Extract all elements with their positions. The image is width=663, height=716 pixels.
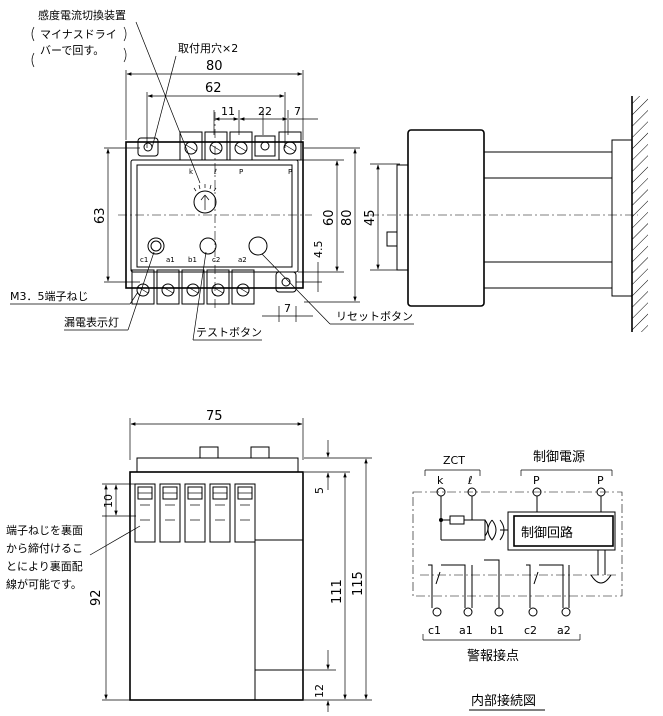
front-view: 感度電流切換装置 マイナスドライ バーで回す。 取付用穴×2 80 62 11 … (10, 8, 414, 341)
reset-button[interactable] (248, 236, 268, 256)
sensitivity-dial[interactable] (193, 184, 217, 214)
dim-60: 60 (322, 209, 337, 226)
schematic-term-k: k (437, 474, 444, 487)
schematic-term-l: ℓ (467, 474, 473, 487)
dim-75: 75 (206, 409, 223, 424)
dim-115: 115 (351, 571, 366, 596)
rear-note-2: から締付けるこ (6, 541, 83, 555)
label-sensitivity-switch: 感度電流切換装置 (38, 8, 126, 22)
dim-4-5: 4.5 (312, 241, 325, 259)
dim-63: 63 (93, 207, 108, 224)
front-term-k: k (189, 168, 194, 176)
schematic-control-circuit: 制御回路 (521, 525, 573, 541)
dim-11: 11 (221, 105, 235, 118)
dim-5: 5 (313, 487, 326, 494)
front-term-a1: a1 (166, 256, 175, 264)
dim-62: 62 (205, 81, 222, 96)
label-leak-lamp: 漏電表示灯 (64, 315, 119, 329)
schematic-term-p1: P (533, 474, 540, 487)
bottom-view: 75 10 92 (6, 409, 372, 712)
rear-note-1: 端子ねじを裏面 (6, 523, 83, 537)
schematic-term-c2: c2 (524, 624, 537, 637)
schematic-term-a1: a1 (459, 624, 473, 637)
dim-7-bottom: 7 (284, 302, 291, 315)
dim-80-right: 80 (340, 209, 355, 226)
label-terminal-screw: M3．5端子ねじ (10, 290, 89, 303)
label-test-button: テストボタン (196, 326, 262, 339)
label-screwdriver-1: マイナスドライ (40, 28, 117, 41)
schematic-term-p2: P (597, 474, 604, 487)
dim-7-top: 7 (294, 105, 301, 118)
schematic-zct: ZCT (443, 454, 465, 467)
dim-80-top: 80 (206, 59, 223, 74)
dim-92: 92 (89, 589, 104, 606)
front-term-p2: P (288, 168, 292, 176)
schematic-title: 内部接続図 (471, 693, 536, 709)
internal-connection-diagram: ZCT 制御電源 k ℓ P P 制御回路 (412, 450, 623, 711)
side-view: 45 (363, 96, 648, 332)
dim-10: 10 (102, 494, 115, 508)
front-term-a2: a2 (238, 256, 247, 264)
bottom-terminal-block (131, 269, 255, 305)
leak-lamp (147, 237, 165, 255)
schematic-term-c1: c1 (428, 624, 441, 637)
front-term-c2: c2 (212, 256, 220, 264)
label-reset-button: リセットボタン (336, 310, 413, 323)
front-term-b1: b1 (188, 256, 197, 264)
label-screwdriver-2: バーで回す。 (40, 44, 104, 57)
front-term-p1: P (239, 168, 243, 176)
rear-note-3: とにより裏面配 (6, 559, 83, 573)
schematic-control-power: 制御電源 (533, 450, 585, 465)
top-terminal-block: k ℓ P P (179, 131, 302, 176)
label-mounting-hole: 取付用穴×2 (178, 41, 238, 55)
dim-22: 22 (258, 105, 272, 118)
schematic-term-a2: a2 (557, 624, 571, 637)
bottom-terminal-slots (134, 483, 256, 543)
schematic-term-b1: b1 (490, 624, 504, 637)
test-button[interactable] (199, 237, 217, 255)
dim-45: 45 (363, 209, 378, 226)
schematic-alarm-contact: 警報接点 (467, 648, 519, 664)
dim-111: 111 (330, 579, 345, 604)
dim-12: 12 (313, 684, 326, 698)
rear-note-4: 線が可能です。 (6, 577, 82, 591)
front-term-c1: c1 (140, 256, 148, 264)
